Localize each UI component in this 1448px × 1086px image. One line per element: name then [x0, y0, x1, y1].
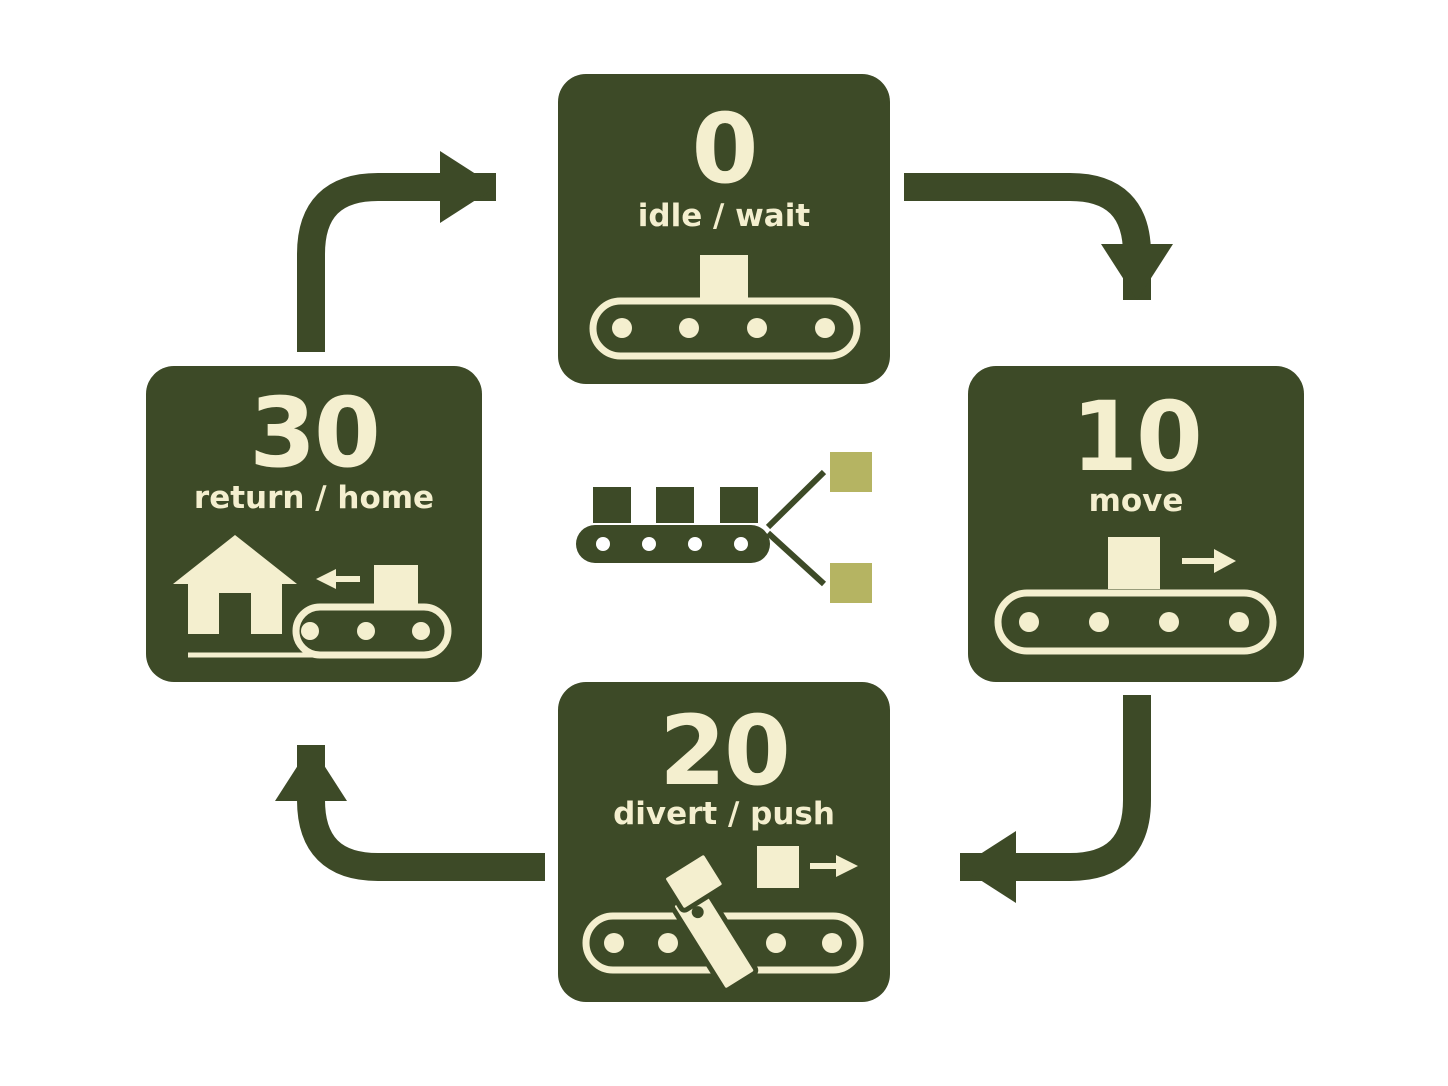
state-label: return / home [194, 480, 434, 516]
state-number: 20 [659, 695, 789, 807]
state-box-30: 30 return / home [146, 366, 482, 682]
arrow-20-to-30 [275, 745, 545, 881]
state-label: move [1089, 483, 1184, 519]
conveyor-idle-icon [589, 255, 861, 360]
state-number: 10 [1071, 381, 1201, 493]
arrow-10-to-20 [960, 695, 1151, 903]
arrow-0-to-10 [904, 173, 1173, 300]
state-label: divert / push [613, 796, 835, 832]
conveyor-sorter-icon [576, 452, 872, 603]
arrow-30-to-0 [297, 151, 496, 352]
conveyor-return-home-icon [173, 535, 452, 659]
state-number: 30 [249, 377, 379, 489]
state-label: idle / wait [638, 198, 811, 234]
house-icon [173, 535, 297, 634]
state-box-20: 20 divert / push [558, 682, 890, 1002]
state-number: 0 [692, 93, 757, 205]
state-box-10: 10 move [968, 366, 1304, 682]
conveyor-divert-icon [582, 846, 864, 993]
state-box-0: 0 idle / wait [558, 74, 890, 384]
conveyor-move-icon [994, 537, 1277, 655]
